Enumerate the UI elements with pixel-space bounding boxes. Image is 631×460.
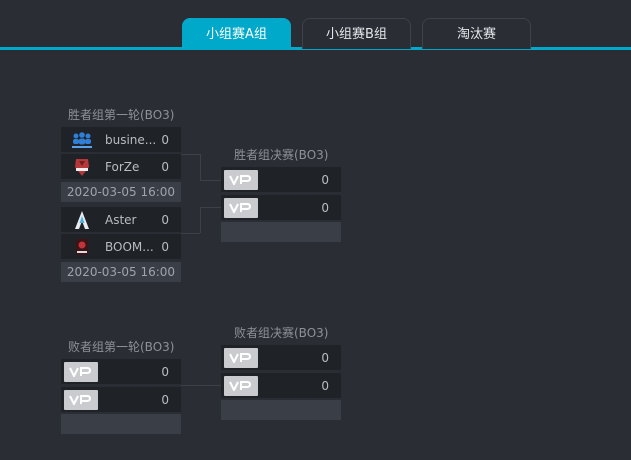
team-score: 0 — [161, 133, 169, 147]
team-score: 0 — [321, 201, 329, 215]
vp-placeholder-icon — [64, 390, 100, 410]
bracket-connector — [200, 207, 201, 233]
team-name: ForZe — [105, 160, 140, 174]
losers-round1-title: 败者组第一轮(BO3) — [68, 340, 175, 354]
forze-logo-icon — [64, 157, 100, 177]
aster-logo-icon — [64, 210, 100, 230]
team-name: Aster — [105, 213, 137, 227]
team-name: busine... — [105, 133, 157, 147]
bracket-connector — [181, 154, 200, 155]
team-row-tbd[interactable]: 0 — [221, 345, 341, 371]
tab-playoffs[interactable]: 淘汰赛 — [422, 18, 531, 49]
team-score: 0 — [321, 351, 329, 365]
match-date-empty — [221, 400, 341, 420]
bracket-connector — [200, 180, 221, 181]
team-row-tbd[interactable]: 0 — [61, 359, 181, 385]
bracket-connector — [181, 385, 221, 386]
tab-group-b[interactable]: 小组赛B组 — [302, 18, 411, 49]
match-date-empty — [61, 414, 181, 434]
bracket-connector — [181, 233, 200, 234]
team-row-boom[interactable]: BOOM... 0 — [61, 234, 181, 260]
team-row-aster[interactable]: Aster 0 — [61, 207, 181, 233]
team-row-tbd[interactable]: 0 — [61, 387, 181, 413]
vp-placeholder-icon — [224, 348, 260, 368]
losers-final-title: 败者组决赛(BO3) — [234, 326, 329, 340]
match-date-empty — [221, 222, 341, 242]
team-row-forze[interactable]: ForZe 0 — [61, 154, 181, 180]
boom-logo-icon — [64, 237, 100, 257]
match-date: 2020-03-05 16:00 — [61, 262, 181, 282]
team-score: 0 — [161, 160, 169, 174]
business-logo-icon — [64, 130, 100, 150]
team-score: 0 — [161, 240, 169, 254]
team-row-tbd[interactable]: 0 — [221, 167, 341, 193]
team-score: 0 — [161, 213, 169, 227]
match-date: 2020-03-05 16:00 — [61, 182, 181, 202]
team-score: 0 — [321, 379, 329, 393]
team-name: BOOM... — [105, 240, 154, 254]
vp-placeholder-icon — [224, 198, 260, 218]
vp-placeholder-icon — [224, 376, 260, 396]
bracket-connector — [200, 154, 201, 180]
bracket-connector — [200, 207, 221, 208]
vp-placeholder-icon — [64, 362, 100, 382]
team-row-business[interactable]: busine... 0 — [61, 127, 181, 153]
team-score: 0 — [161, 365, 169, 379]
stage-tabs: 小组赛A组 小组赛B组 淘汰赛 — [0, 0, 631, 50]
team-row-tbd[interactable]: 0 — [221, 373, 341, 399]
team-score: 0 — [161, 393, 169, 407]
winners-round1-title: 胜者组第一轮(BO3) — [68, 108, 175, 122]
winners-final-title: 胜者组决赛(BO3) — [234, 148, 329, 162]
team-score: 0 — [321, 173, 329, 187]
tab-group-a[interactable]: 小组赛A组 — [182, 18, 291, 49]
vp-placeholder-icon — [224, 170, 260, 190]
team-row-tbd[interactable]: 0 — [221, 195, 341, 221]
